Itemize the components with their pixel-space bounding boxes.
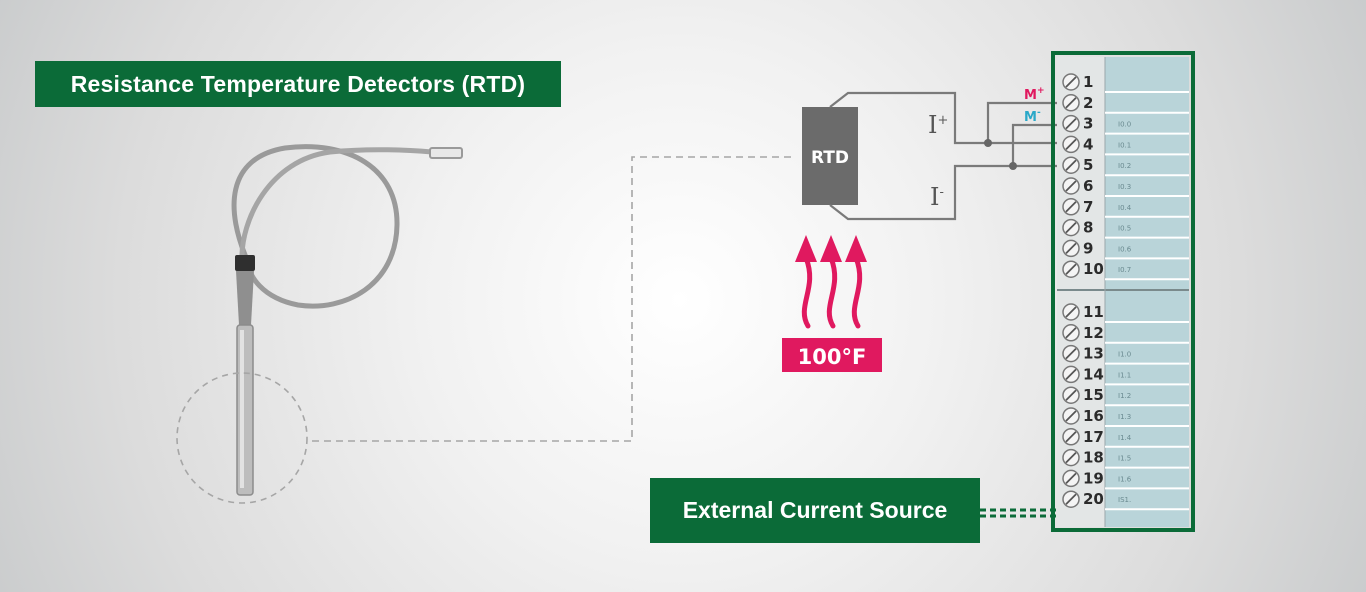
terminal-number: 3: [1083, 115, 1093, 133]
terminal-screw-slot: [1065, 242, 1077, 255]
channel-label: I0.1: [1118, 141, 1131, 149]
terminal-screw-slot: [1065, 493, 1077, 505]
heat-arrows-icon: [801, 255, 863, 329]
terminal-screw-slot: [1065, 389, 1077, 401]
terminal-number: 2: [1083, 94, 1093, 112]
channel-label: I1.5: [1118, 455, 1131, 463]
terminal-number: 13: [1083, 345, 1104, 363]
measure-minus-label: M-: [1024, 108, 1041, 125]
terminal-number: 5: [1083, 156, 1093, 174]
terminal-number: 6: [1083, 177, 1093, 195]
external-current-source-label: External Current Source: [650, 478, 980, 543]
terminal-number: 16: [1083, 407, 1104, 425]
terminal-screw-slot: [1065, 368, 1077, 381]
current-minus-label: I-: [930, 183, 944, 211]
terminal-number: 17: [1083, 428, 1104, 446]
terminal-screw-slot: [1065, 327, 1077, 339]
channel-label: I1.4: [1118, 434, 1132, 442]
terminal-number: 12: [1083, 324, 1104, 342]
terminal-screw-slot: [1065, 159, 1077, 171]
terminal-number: 10: [1083, 260, 1104, 278]
channel-label: I0.2: [1118, 162, 1131, 170]
terminal-number: 7: [1083, 198, 1093, 216]
junction-dot: [984, 139, 992, 147]
terminal-number: 11: [1083, 303, 1104, 321]
terminal-screw-slot: [1065, 117, 1077, 130]
terminal-screw-slot: [1065, 97, 1077, 109]
channel-label: I1.1: [1118, 371, 1131, 379]
rtd-element: RTD: [802, 107, 858, 205]
rtd-probe-icon: [176, 144, 463, 504]
terminal-screw-slot: [1065, 472, 1077, 485]
page-title: Resistance Temperature Detectors (RTD): [35, 61, 561, 107]
terminal-number: 9: [1083, 239, 1093, 257]
terminal-number: 15: [1083, 386, 1104, 404]
channel-label: I0.6: [1118, 245, 1132, 253]
rtd-label: RTD: [811, 148, 849, 168]
current-plus-label: I+: [928, 111, 948, 139]
channel-label: I0.7: [1118, 266, 1131, 274]
measure-plus-label: M+: [1024, 86, 1044, 103]
terminal-number: 18: [1083, 449, 1104, 467]
terminal-screw-slot: [1065, 138, 1077, 151]
terminal-screw-slot: [1065, 76, 1077, 88]
channel-label: I0.3: [1118, 183, 1131, 191]
terminal-number: 20: [1083, 490, 1104, 508]
junction-dot: [1009, 162, 1017, 170]
terminal-number: 19: [1083, 469, 1104, 487]
channel-label: I1.0: [1118, 351, 1131, 359]
channel-label: I0.0: [1118, 121, 1131, 129]
channel-label: I0.5: [1118, 225, 1131, 233]
probe-leader-line: [312, 156, 795, 442]
channel-label: I1.3: [1118, 413, 1131, 421]
terminal-screw-slot: [1065, 451, 1077, 464]
terminal-screw-slot: [1065, 263, 1077, 275]
terminal-screw-slot: [1065, 201, 1077, 213]
terminal-screw-slot: [1065, 180, 1077, 192]
terminal-screw-slot: [1065, 221, 1077, 234]
terminal-screw-slot: [1065, 347, 1077, 360]
terminal-number: 1: [1083, 73, 1093, 91]
terminal-screw-slot: [1065, 410, 1077, 422]
terminal-number: 8: [1083, 219, 1093, 237]
heat-arrowheads: [795, 235, 867, 262]
temperature-label: 100°F: [798, 345, 867, 369]
terminal-module: 1234567891011121314151617181920I0.0I0.1I…: [1051, 51, 1195, 532]
channel-label: I0.4: [1118, 204, 1132, 212]
channel-label: I1.2: [1118, 392, 1131, 400]
terminal-screw-slot: [1065, 431, 1077, 443]
temperature-badge: [782, 338, 882, 372]
terminal-screw-slot: [1065, 306, 1077, 318]
terminal-number: 4: [1083, 135, 1093, 153]
channel-label: I1.6: [1118, 475, 1132, 483]
terminal-number: 14: [1083, 365, 1104, 383]
channel-label: IS1.: [1118, 496, 1131, 504]
